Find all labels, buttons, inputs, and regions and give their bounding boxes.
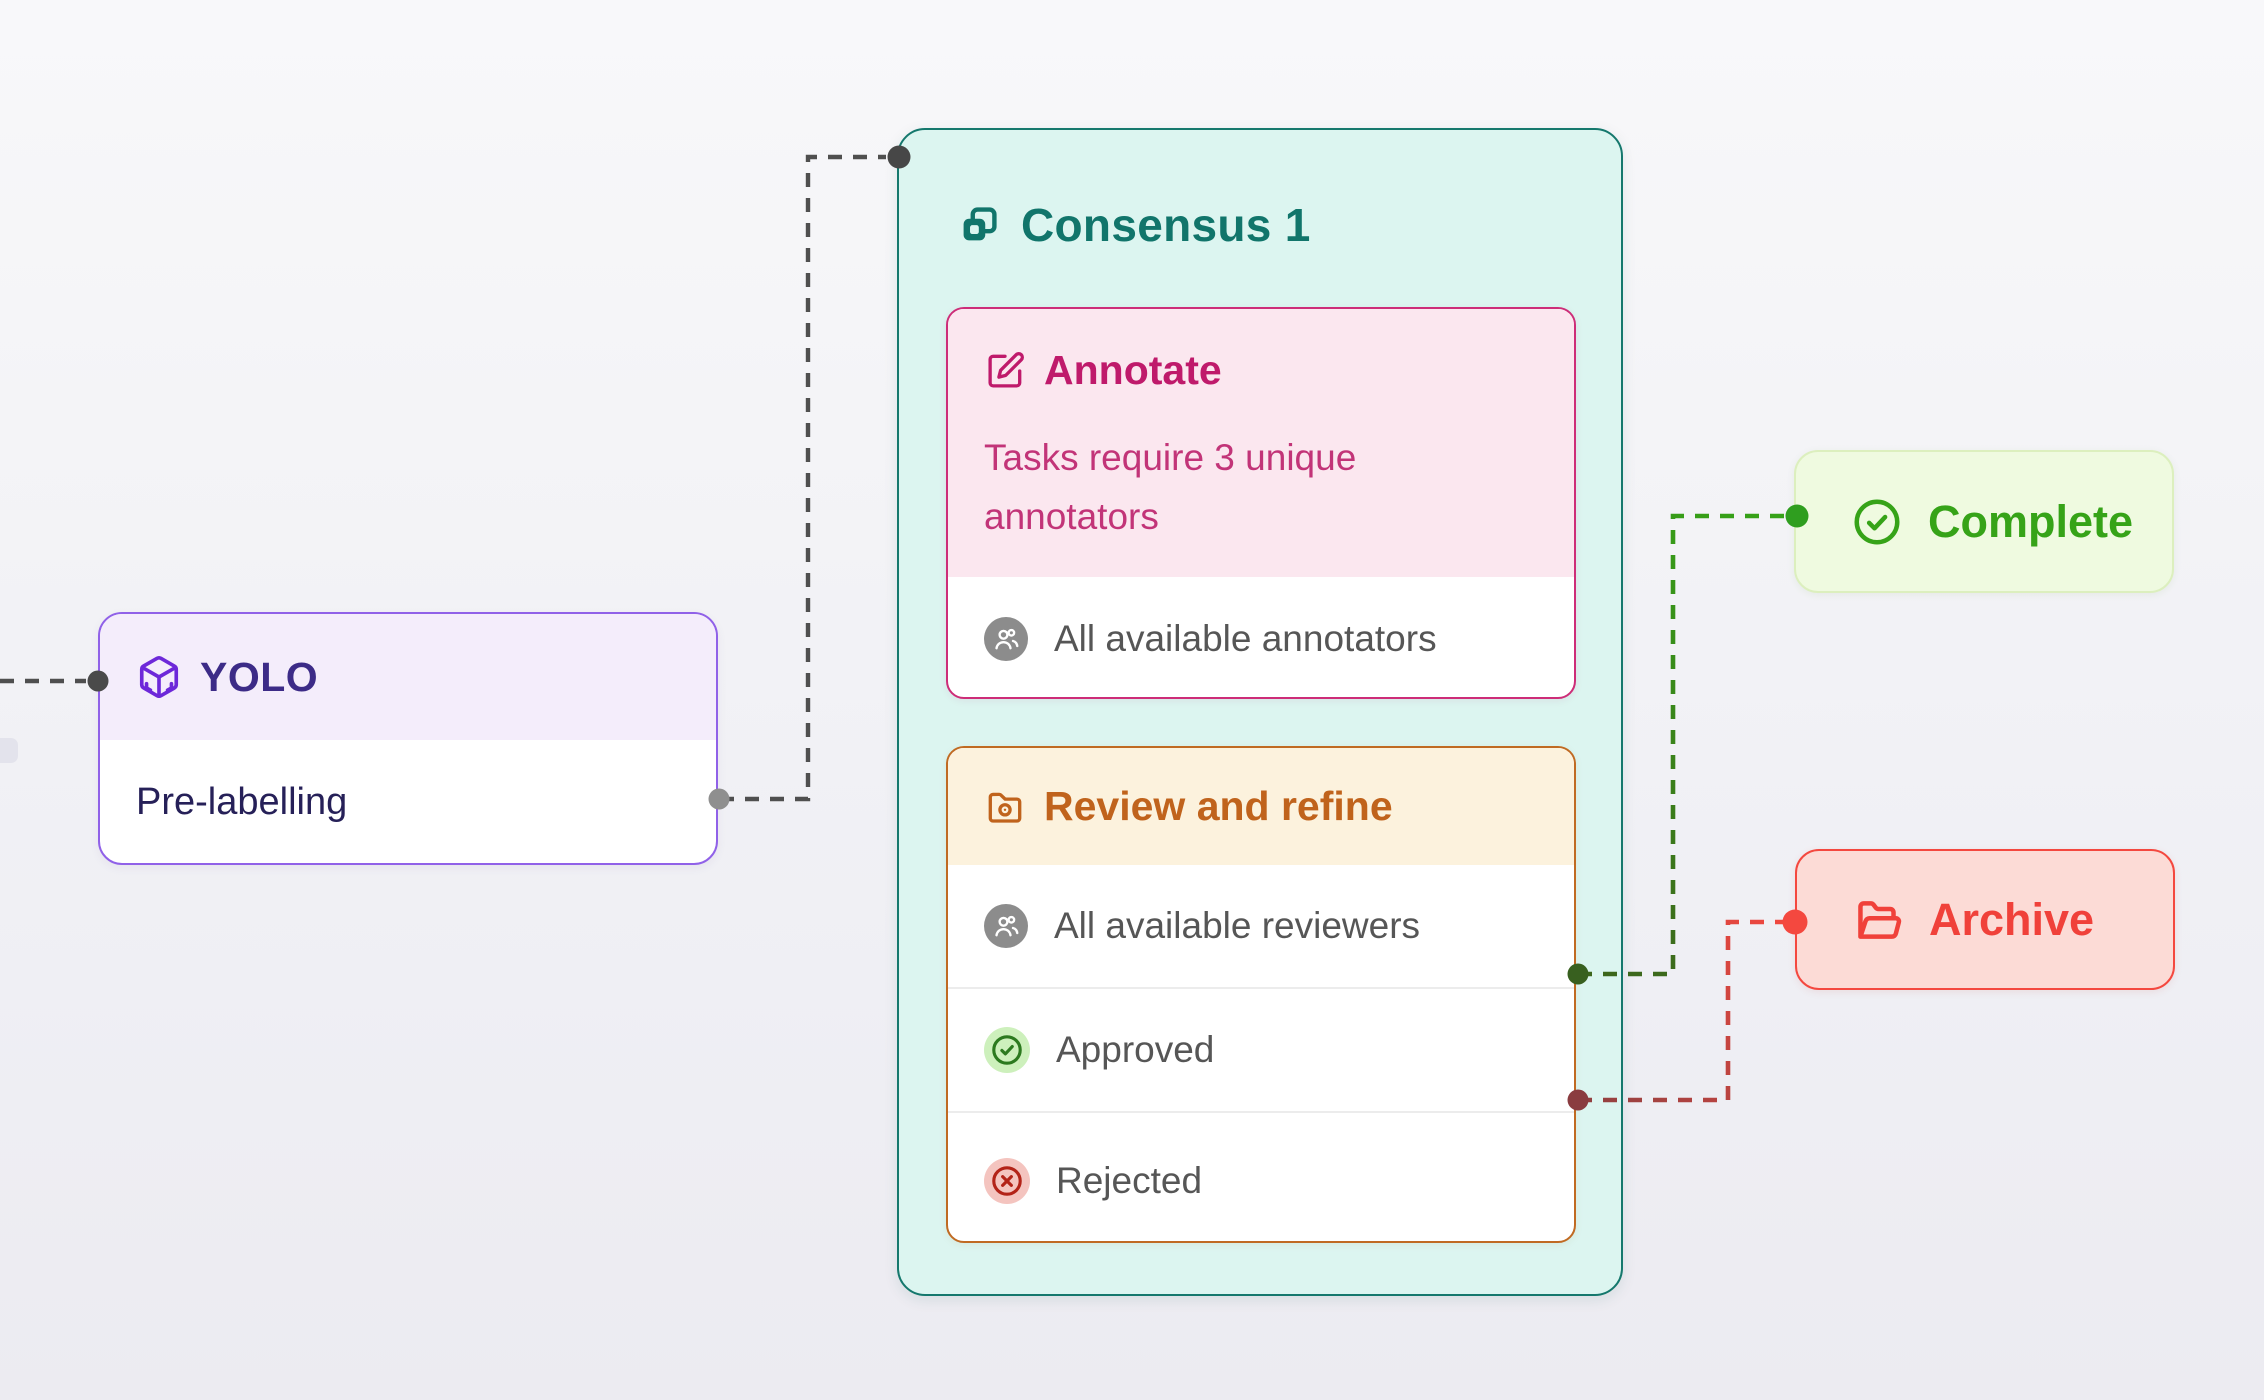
review-rejected-label: Rejected — [1056, 1160, 1203, 1201]
review-header: Review and refine — [948, 748, 1574, 865]
review-reviewers-label: All available reviewers — [1054, 905, 1421, 946]
card-annotate[interactable]: Annotate Tasks require 3 unique annotato… — [946, 307, 1576, 699]
consensus-header: Consensus 1 — [899, 130, 1621, 252]
edit-square-icon — [984, 350, 1026, 392]
review-approved-label: Approved — [1056, 1029, 1215, 1070]
yolo-title: YOLO — [200, 653, 319, 700]
review-row-reviewers[interactable]: All available reviewers — [948, 865, 1574, 989]
review-row-rejected[interactable]: Rejected — [948, 1113, 1574, 1241]
edge-stub — [0, 738, 18, 763]
users-icon — [984, 904, 1028, 948]
annotate-header: Annotate Tasks require 3 unique annotato… — [948, 309, 1574, 577]
yolo-body: Pre-labelling — [100, 740, 716, 863]
users-icon — [984, 617, 1028, 661]
review-title: Review and refine — [1044, 783, 1393, 829]
complete-label: Complete — [1928, 495, 2134, 547]
annotate-assignees-row[interactable]: All available annotators — [948, 577, 1574, 697]
x-circle-icon — [984, 1158, 1030, 1204]
review-row-approved[interactable]: Approved — [948, 989, 1574, 1113]
node-yolo[interactable]: YOLO Pre-labelling — [98, 612, 718, 865]
check-circle-icon — [984, 1027, 1030, 1073]
annotate-description: Tasks require 3 unique annotators — [984, 437, 1357, 537]
folder-open-icon — [1851, 893, 1905, 947]
consensus-title: Consensus 1 — [1021, 199, 1311, 251]
annotate-title: Annotate — [1044, 347, 1222, 393]
node-archive[interactable]: Archive — [1795, 849, 2175, 990]
annotate-assignees-label: All available annotators — [1054, 618, 1437, 659]
copy-icon — [957, 203, 1001, 247]
card-review[interactable]: Review and refine All available reviewer… — [946, 746, 1576, 1243]
folder-eye-icon — [984, 786, 1026, 828]
edge-yolo-consensus — [720, 154, 886, 802]
node-complete[interactable]: Complete — [1794, 450, 2174, 593]
archive-label: Archive — [1929, 893, 2095, 945]
check-circle-icon — [1850, 495, 1904, 549]
yolo-body-label: Pre-labelling — [136, 781, 348, 823]
cube-icon — [136, 654, 182, 700]
yolo-header: YOLO — [100, 614, 716, 740]
